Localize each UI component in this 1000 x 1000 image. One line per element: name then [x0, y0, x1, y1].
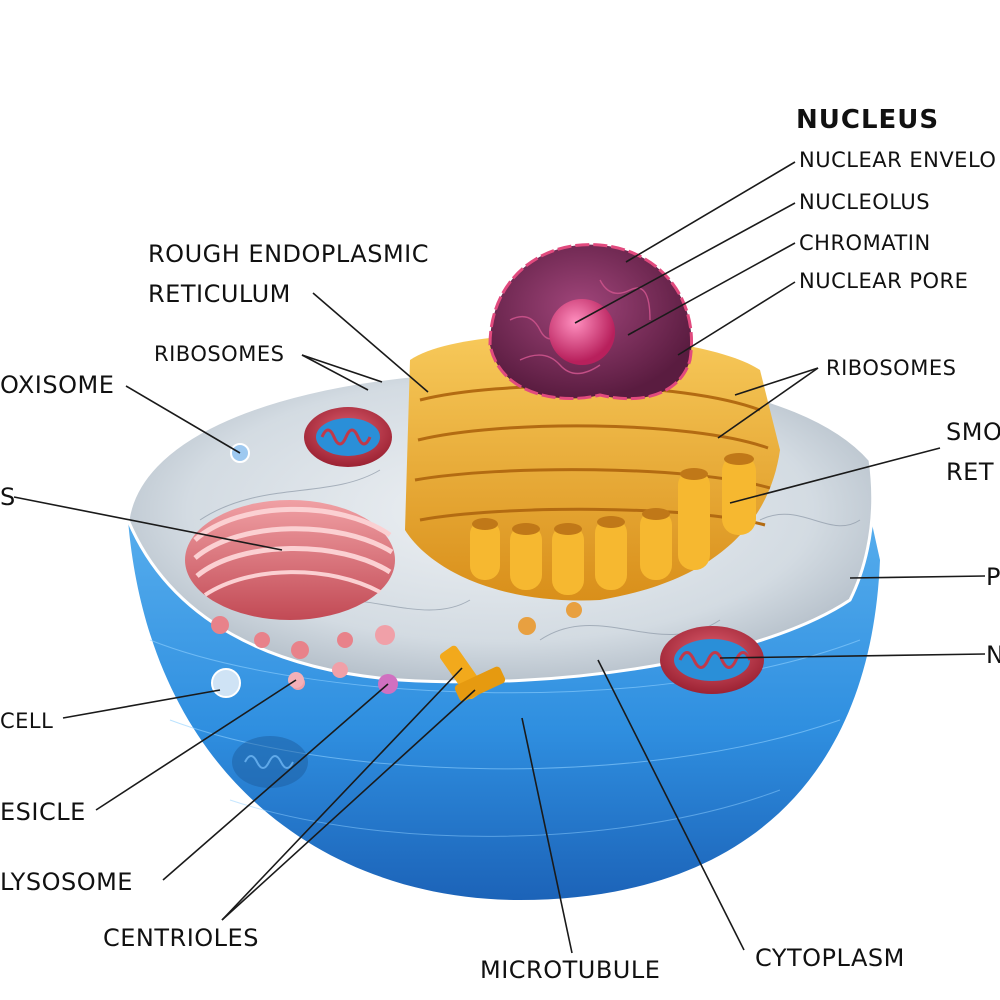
label-centrioles: CENTRIOLES	[103, 924, 259, 952]
nucleus	[488, 243, 693, 401]
labels: NUCLEUS NUCLEAR ENVELO NUCLEOLUS CHROMAT…	[0, 105, 1000, 984]
small-organelles	[211, 443, 582, 698]
label-rough-er-line2: RETICULUM	[148, 280, 291, 308]
label-vesicle: ESICLE	[0, 798, 86, 826]
label-nuclear-pore: NUCLEAR PORE	[799, 269, 968, 293]
label-cell: CELL	[0, 709, 53, 733]
label-chromatin: CHROMATIN	[799, 231, 931, 255]
mitochondrion-right	[660, 626, 764, 694]
label-ribosomes-right: RIBOSOMES	[826, 356, 956, 380]
label-smooth-er-line1: SMO	[946, 418, 1000, 446]
centrioles	[439, 645, 506, 702]
label-golgi: S	[0, 483, 16, 511]
label-plasma-membrane: P	[986, 563, 1000, 591]
label-mitochondrion: N	[986, 641, 1000, 669]
label-lysosome: LYSOSOME	[0, 868, 133, 896]
smooth-er-tubes	[470, 453, 756, 595]
leader-lines	[13, 161, 986, 954]
label-microtubule: MICROTUBULE	[480, 956, 660, 984]
label-nuclear-envelope: NUCLEAR ENVELO	[799, 148, 996, 172]
golgi-apparatus	[185, 500, 395, 690]
label-cytoplasm: CYTOPLASM	[755, 944, 905, 972]
label-rough-er-line1: ROUGH ENDOPLASMIC	[148, 240, 429, 268]
label-peroxisome: OXISOME	[0, 371, 114, 399]
label-ribosomes-left: RIBOSOMES	[154, 342, 284, 366]
mitochondrion-upper	[304, 407, 392, 467]
nucleolus	[549, 299, 615, 365]
label-nucleus: NUCLEUS	[796, 105, 939, 135]
label-nucleolus: NUCLEOLUS	[799, 190, 930, 214]
mitochondrion-submerged	[232, 736, 308, 788]
rough-endoplasmic-reticulum	[405, 334, 780, 601]
label-smooth-er-line2: RET	[946, 458, 994, 486]
